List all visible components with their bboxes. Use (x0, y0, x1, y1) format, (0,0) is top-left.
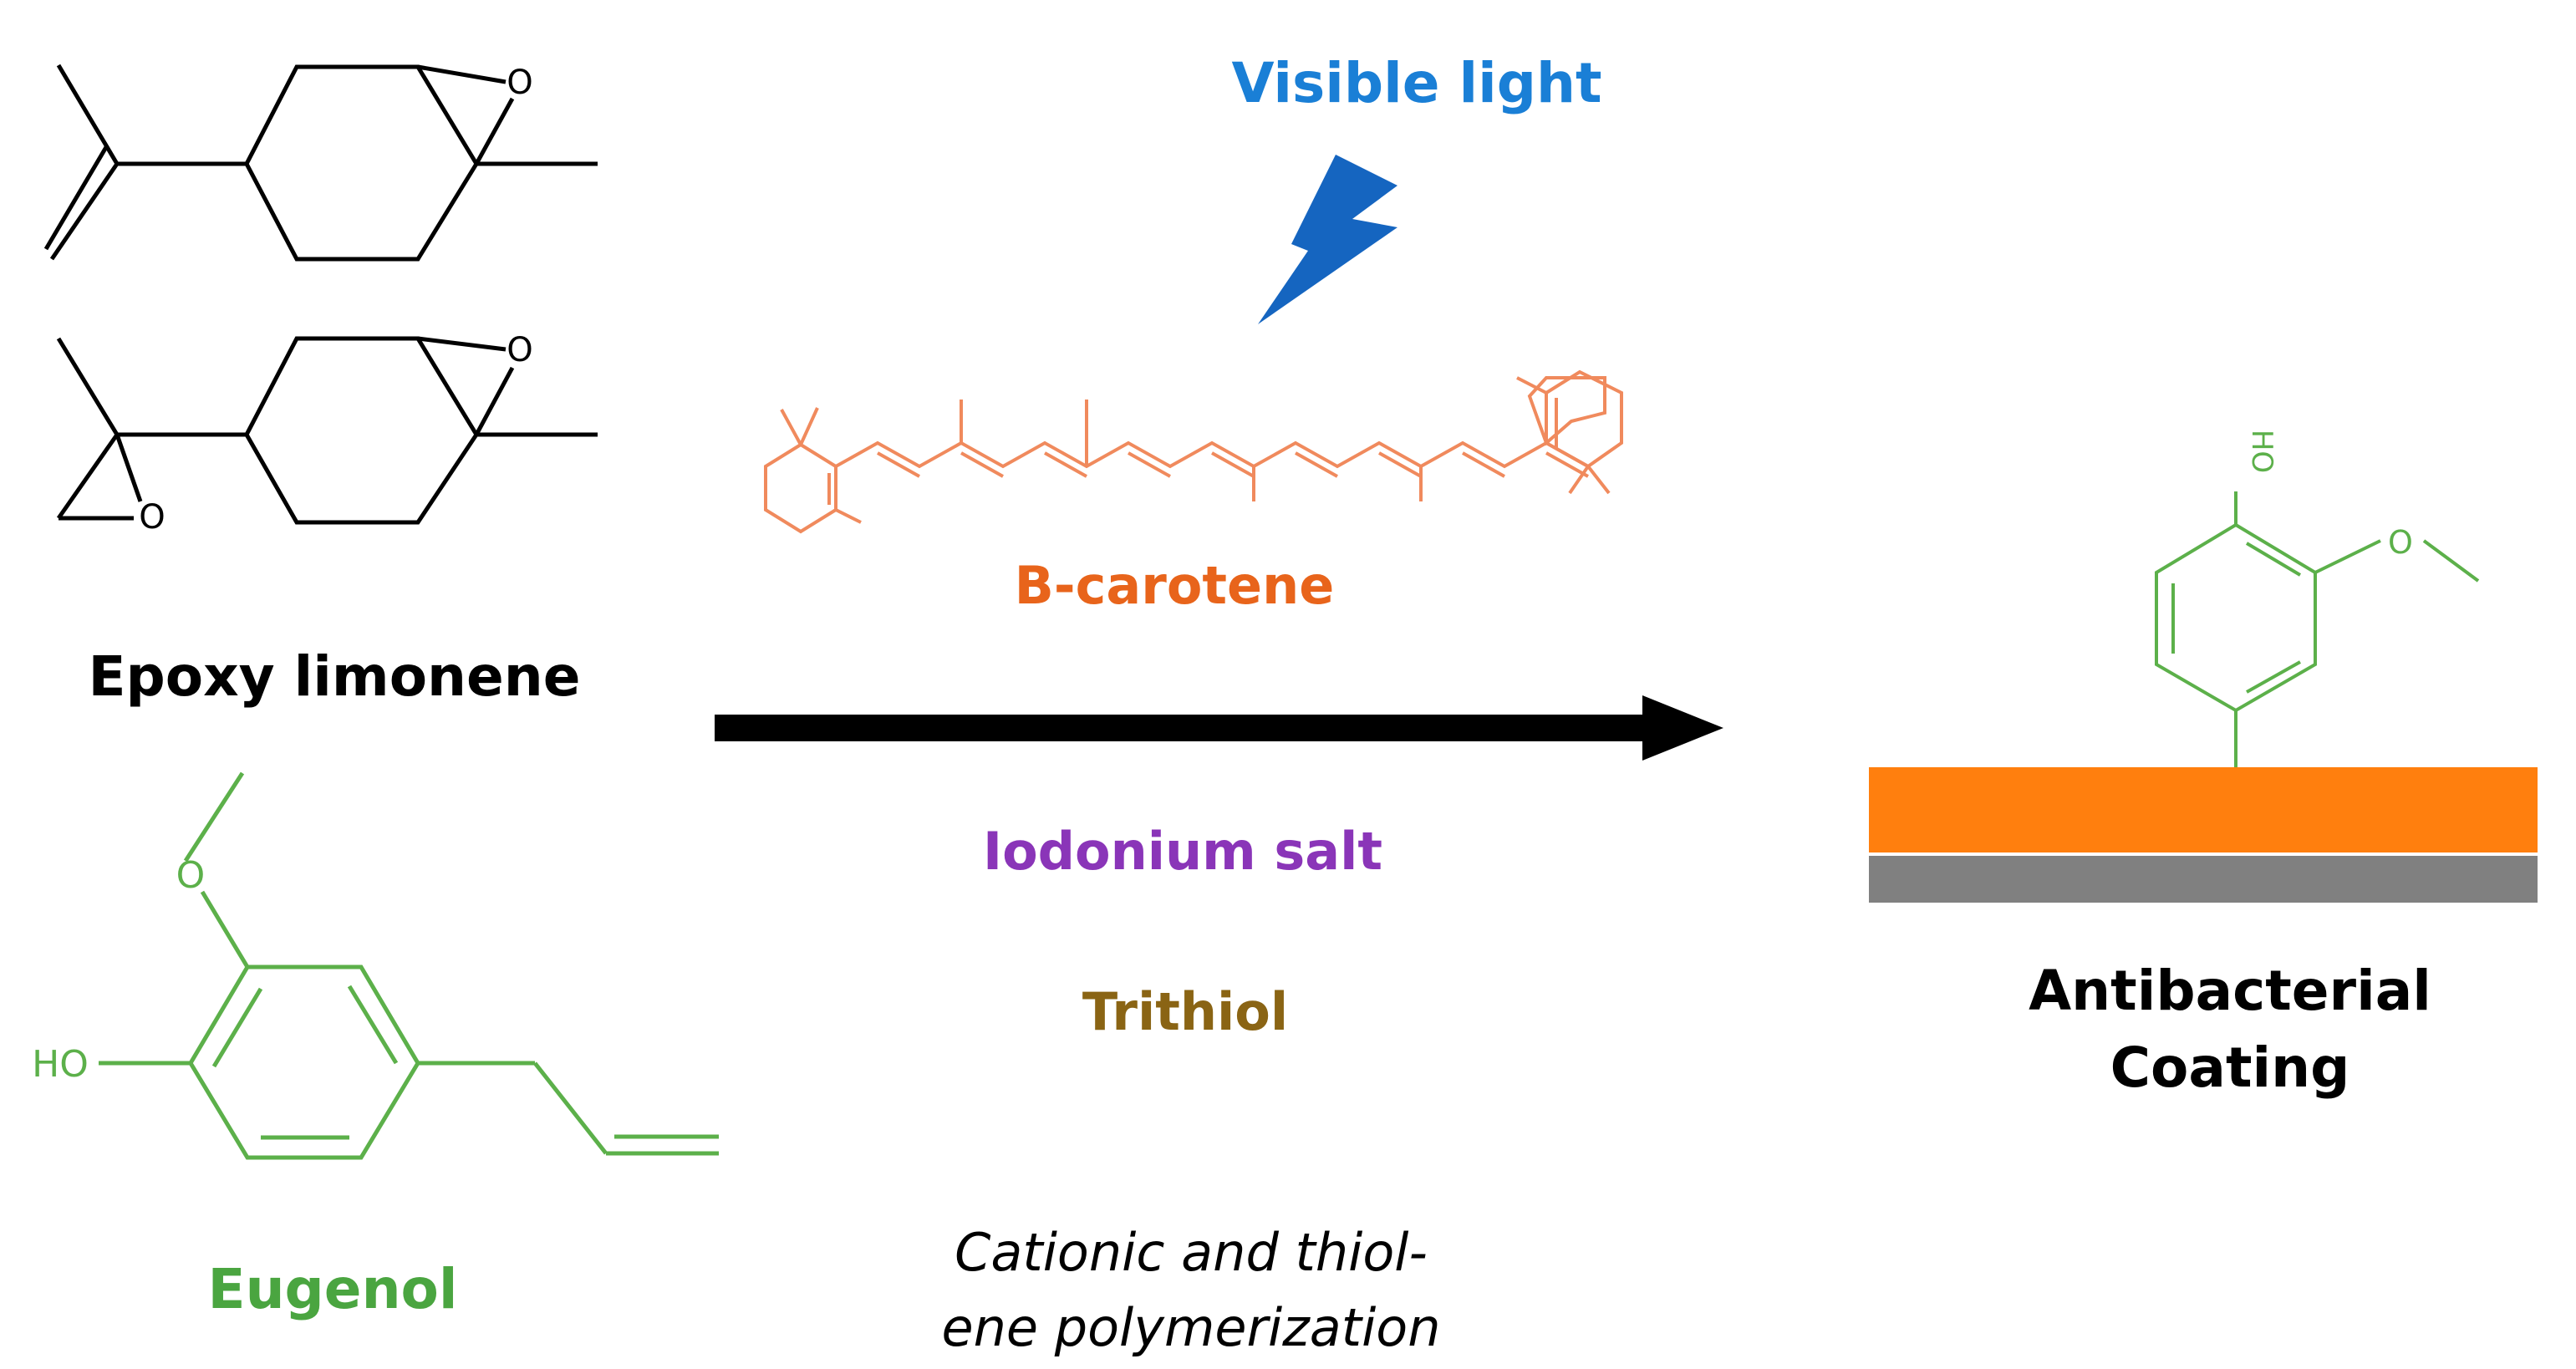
epoxide-oxygen-3: O (139, 498, 165, 537)
iodonium-salt-label: Iodonium salt (983, 821, 1382, 882)
antibacterial-coating-label-line1: Antibacterial (2029, 959, 2431, 1023)
reaction-arrow (715, 695, 1723, 761)
trithiol-label: Trithiol (1082, 981, 1288, 1042)
grafted-eugenol-structure (2155, 491, 2480, 767)
limonene-monoepoxide-structure (43, 64, 598, 262)
beta-carotene-structure (764, 369, 1623, 534)
polymerization-label-line1: Cationic and thiol- (955, 1222, 1428, 1283)
substrate-layer (1869, 856, 2538, 903)
grafted-methoxy-oxygen: O (2388, 524, 2413, 561)
b-carotene-label: B-carotene (1015, 555, 1335, 616)
epoxy-limonene-label: Epoxy limonene (88, 644, 580, 709)
eugenol-methoxy-oxygen: O (176, 854, 206, 897)
epoxide-oxygen-1: O (507, 64, 532, 102)
visible-light-label: Visible light (1231, 51, 1601, 115)
epoxide-oxygen-2: O (507, 331, 532, 369)
eugenol-structure (99, 771, 719, 1160)
grafted-hydroxyl: HO (2245, 430, 2278, 473)
coating-layer (1869, 767, 2538, 852)
limonene-dioxide-structure (56, 336, 598, 525)
eugenol-hydroxyl: HO (32, 1043, 89, 1086)
antibacterial-coating-label-line2: Coating (2110, 1036, 2350, 1100)
eugenol-label: Eugenol (207, 1257, 457, 1321)
lightning-bolt-icon (1258, 155, 1397, 324)
polymerization-label-line2: ene polymerization (941, 1297, 1440, 1358)
